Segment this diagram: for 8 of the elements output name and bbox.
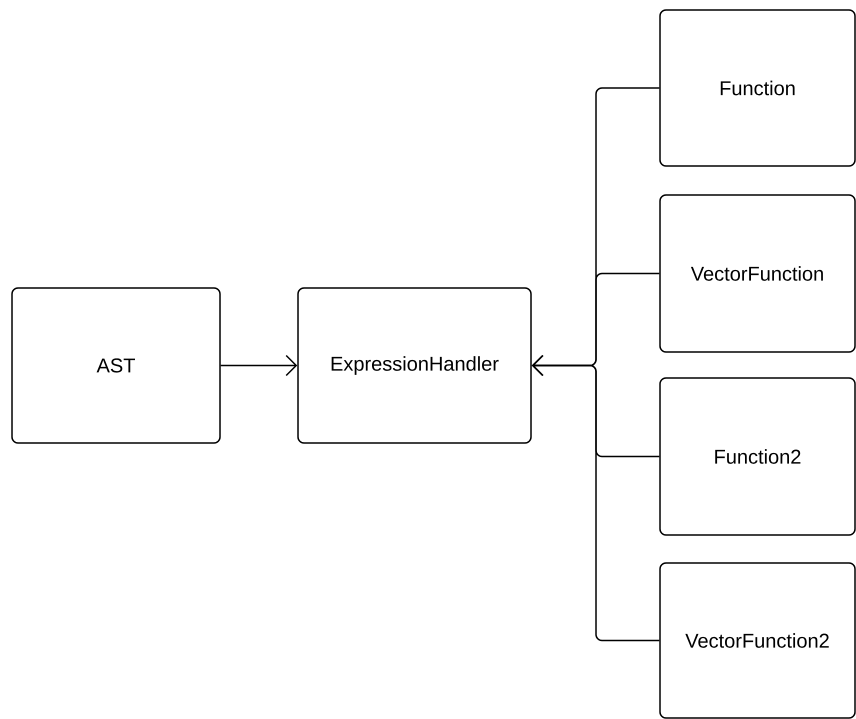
arrow [532, 354, 660, 642]
process-box: Function2 [659, 377, 856, 536]
process-box: ExpressionHandler [297, 287, 532, 444]
process-box: Function [659, 9, 856, 167]
process-box: VectorFunction2 [659, 562, 856, 719]
arrow [220, 354, 298, 376]
process-box: VectorFunction [659, 194, 856, 353]
process-box: AST [11, 287, 221, 444]
